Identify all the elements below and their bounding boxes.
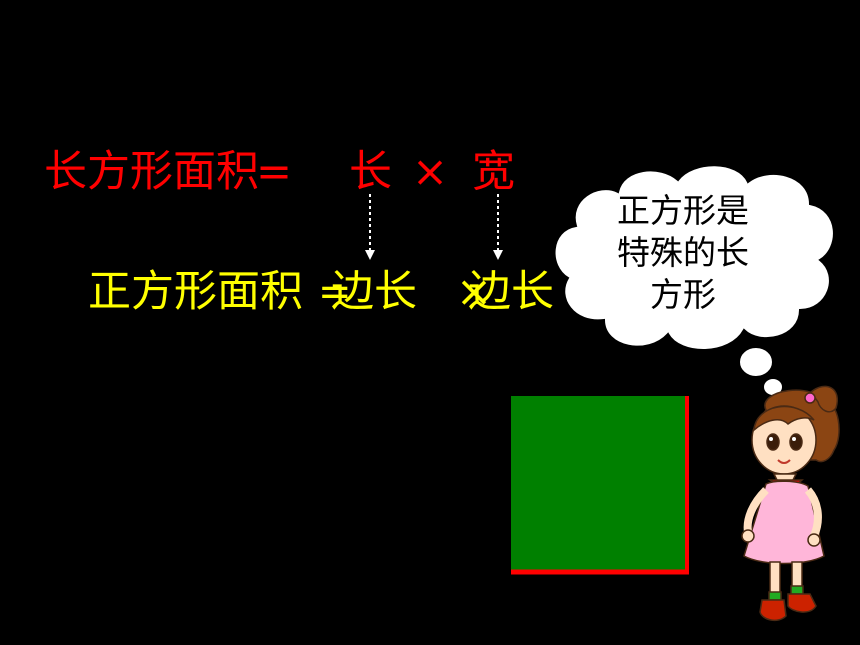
cartoon-girl	[741, 385, 840, 622]
rectangle-equals-sign: =	[256, 147, 293, 197]
bubble-line-3: 方形	[650, 275, 716, 314]
green-square	[511, 396, 689, 572]
arrow-width-to-side	[493, 194, 503, 260]
rectangle-area-label: 长方形面积	[44, 147, 259, 197]
square-equals-sign: =	[318, 269, 352, 315]
square-side-term-2: 边长	[468, 267, 554, 317]
correspondence-arrows	[365, 194, 503, 260]
rectangle-times-sign: ×	[412, 147, 449, 197]
rectangle-length-term: 长	[349, 147, 392, 197]
thought-bubble-text: 正方形是 特殊的长 方形	[588, 190, 778, 316]
thought-bubble	[553, 164, 835, 408]
arrow-length-to-side	[365, 194, 375, 260]
rectangle-width-term: 宽	[472, 147, 515, 197]
bubble-line-2: 特殊的长	[617, 233, 749, 272]
square-side-term-1: 边长	[331, 267, 417, 317]
bubble-line-1: 正方形是	[617, 191, 749, 230]
green-square-figure	[511, 396, 689, 575]
square-area-label: 正方形面积	[88, 267, 303, 317]
square-times-sign: ×	[456, 267, 493, 317]
